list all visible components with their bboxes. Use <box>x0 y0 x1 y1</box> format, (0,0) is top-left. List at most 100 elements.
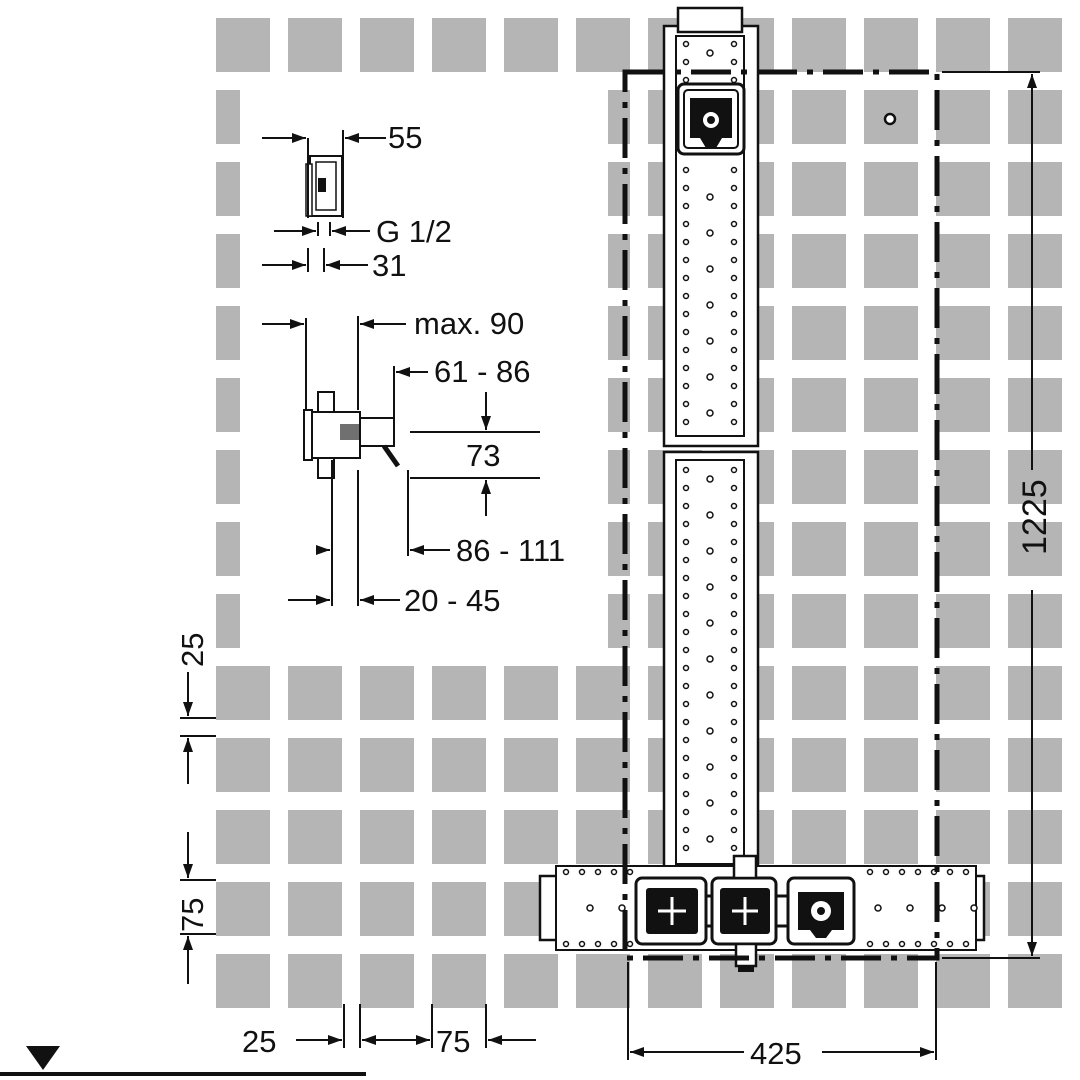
rail-mounting-holes <box>682 40 738 852</box>
mounting-hole <box>730 718 738 726</box>
wall-tile <box>360 954 414 1008</box>
mounting-hole <box>946 868 954 876</box>
mounting-hole <box>682 646 690 654</box>
mounting-hole <box>682 382 690 390</box>
mounting-hole <box>610 940 618 948</box>
mounting-hole <box>706 229 714 237</box>
wall-tile <box>216 954 270 1008</box>
mounting-hole <box>730 364 738 372</box>
wall-tile <box>1008 594 1062 648</box>
mounting-hole <box>730 520 738 528</box>
mounting-hole <box>730 202 738 210</box>
mounting-hole <box>962 868 970 876</box>
wall-tile <box>576 738 630 792</box>
mounting-hole <box>682 418 690 426</box>
mounting-hole <box>730 166 738 174</box>
horizontal-rail-holes <box>562 868 978 948</box>
mounting-hole <box>682 664 690 672</box>
mounting-hole <box>730 538 738 546</box>
mounting-hole <box>682 826 690 834</box>
mounting-hole <box>682 610 690 618</box>
mounting-hole <box>594 868 602 876</box>
cross-valve-icon <box>732 897 758 925</box>
wall-tile <box>792 522 846 576</box>
mounting-hole <box>706 547 714 555</box>
wall-tile <box>1008 378 1062 432</box>
wall-tile <box>216 882 270 936</box>
mounting-hole <box>562 940 570 948</box>
mounting-hole <box>730 574 738 582</box>
mounting-hole <box>914 940 922 948</box>
wall-tile <box>936 738 990 792</box>
mounting-hole <box>730 58 738 66</box>
label-55: 55 <box>388 120 422 155</box>
wall-tile <box>288 882 342 936</box>
mounting-hole <box>682 556 690 564</box>
wall-tile <box>432 954 486 1008</box>
mounting-hole <box>682 220 690 228</box>
wall-tile <box>1008 954 1062 1008</box>
mounting-hole <box>946 940 954 948</box>
label-73: 73 <box>466 438 500 473</box>
mounting-hole <box>730 646 738 654</box>
mounting-hole <box>682 202 690 210</box>
wall-tile <box>648 954 702 1008</box>
mounting-hole <box>706 691 714 699</box>
mounting-hole <box>594 940 602 948</box>
mounting-hole <box>730 826 738 834</box>
mounting-hole <box>706 49 714 57</box>
mounting-hole <box>682 310 690 318</box>
valve-body-middle <box>710 854 778 972</box>
label-31: 31 <box>372 248 406 283</box>
mounting-hole <box>682 256 690 264</box>
valve-body-left <box>634 876 708 946</box>
mounting-hole <box>578 868 586 876</box>
wall-tile <box>432 882 486 936</box>
mounting-hole <box>682 328 690 336</box>
wall-tile <box>792 18 846 72</box>
wall-tile <box>1008 234 1062 288</box>
mounting-hole <box>730 628 738 636</box>
mounting-hole <box>682 40 690 48</box>
wall-tile <box>504 954 558 1008</box>
label-20-45: 20 - 45 <box>404 583 501 618</box>
recess-outline <box>622 69 940 961</box>
wall-tile <box>216 738 270 792</box>
mounting-hole <box>682 184 690 192</box>
mounting-hole <box>730 292 738 300</box>
wall-tile <box>792 450 846 504</box>
wall-tile <box>792 738 846 792</box>
mounting-hole <box>730 40 738 48</box>
mounting-hole <box>682 364 690 372</box>
mounting-hole <box>706 193 714 201</box>
mounting-hole <box>866 940 874 948</box>
mounting-hole <box>730 754 738 762</box>
wall-tile <box>360 738 414 792</box>
mounting-hole <box>898 940 906 948</box>
wall-tile <box>792 666 846 720</box>
mounting-hole <box>706 265 714 273</box>
mounting-hole <box>730 844 738 852</box>
mounting-hole <box>682 592 690 600</box>
wall-tile <box>1008 522 1062 576</box>
wall-tile <box>1008 18 1062 72</box>
mounting-hole <box>730 382 738 390</box>
mounting-hole <box>610 868 618 876</box>
wall-tile <box>576 666 630 720</box>
wall-tile <box>936 90 990 144</box>
label-75-vertical: 75 <box>175 898 210 932</box>
mounting-hole <box>706 619 714 627</box>
wall-tile <box>432 18 486 72</box>
mounting-hole <box>914 868 922 876</box>
mounting-hole <box>682 700 690 708</box>
mounting-hole <box>730 664 738 672</box>
mounting-hole <box>682 400 690 408</box>
wall-tile <box>864 666 918 720</box>
wall-tile <box>936 378 990 432</box>
mounting-hole <box>562 868 570 876</box>
mounting-hole <box>730 592 738 600</box>
mounting-hole <box>682 238 690 246</box>
mounting-hole <box>898 868 906 876</box>
wall-tile <box>288 810 342 864</box>
wall-tile <box>216 810 270 864</box>
